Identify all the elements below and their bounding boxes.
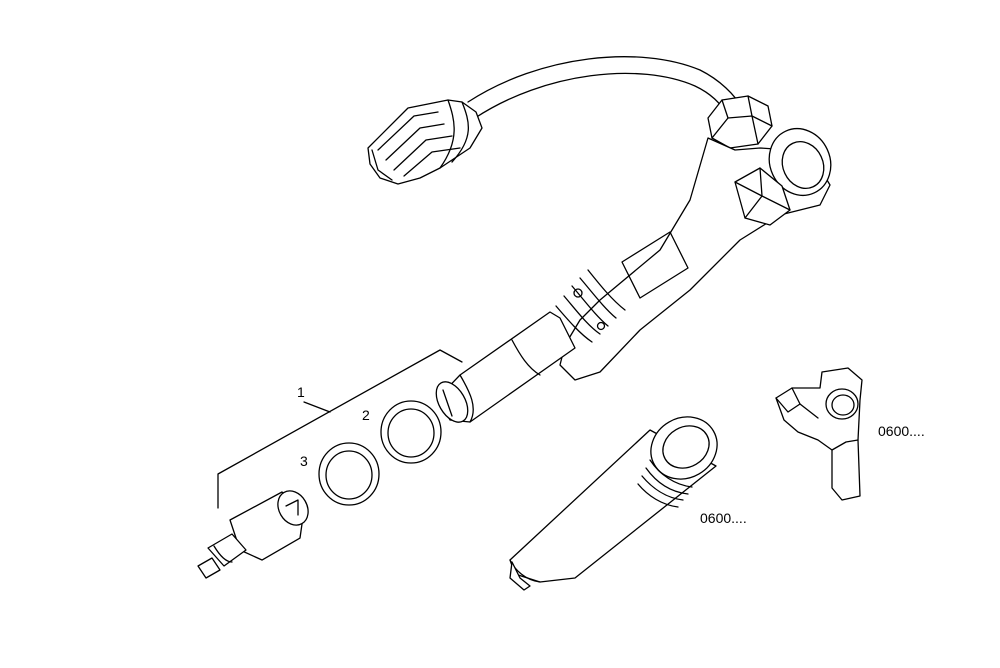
electrical-connector <box>367 99 483 185</box>
washer-3 <box>318 442 380 506</box>
label-item-3: 3 <box>300 453 308 469</box>
injector-assembly <box>367 56 832 423</box>
washer-2 <box>380 400 442 464</box>
cable <box>467 56 743 109</box>
label-ref-sleeve: 0600.... <box>700 510 747 526</box>
fuel-inlet-port <box>768 128 832 196</box>
injector-sleeve <box>509 416 718 591</box>
label-item-1: 1 <box>297 384 305 400</box>
injector-nozzle <box>197 490 309 579</box>
label-item-2: 2 <box>362 407 370 423</box>
label-ref-clamp: 0600.... <box>878 423 925 439</box>
cable-hex-nut <box>707 95 773 149</box>
injector-clamp <box>775 367 863 501</box>
leader-bracket-1 <box>217 349 463 509</box>
